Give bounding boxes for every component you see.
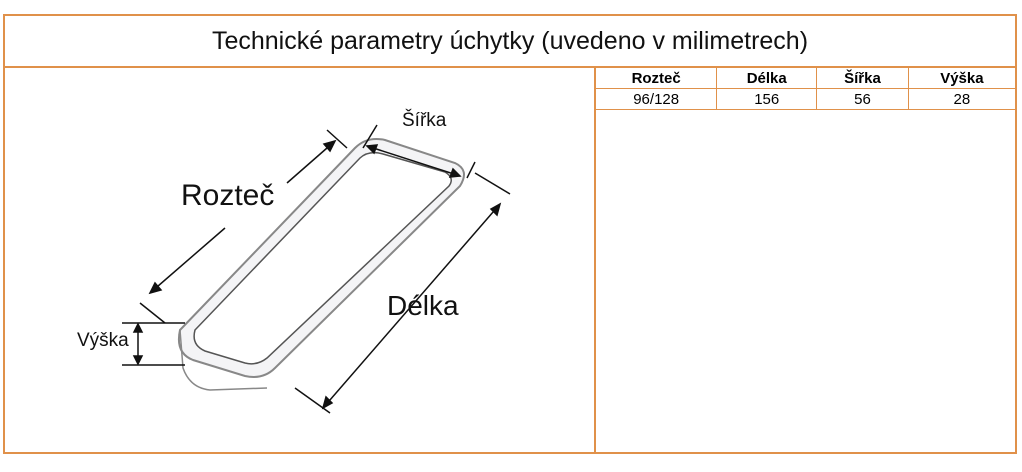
header-vyska: Výška	[907, 68, 1015, 89]
label-sirka: Šířka	[402, 110, 447, 131]
parameters-table-panel: Rozteč Délka Šířka Výška 96/128 156 56 2…	[594, 68, 1015, 452]
parameters-table: Rozteč Délka Šířka Výška 96/128 156 56 2…	[596, 68, 1015, 110]
parameters-frame: Technické parametry úchytky (uvedeno v m…	[3, 14, 1017, 454]
page-title: Technické parametry úchytky (uvedeno v m…	[5, 16, 1015, 68]
header-sirka: Šířka	[816, 68, 909, 89]
header-delka: Délka	[716, 68, 818, 89]
table-row: 96/128 156 56 28	[596, 88, 1015, 110]
cell-roztec: 96/128	[596, 88, 718, 110]
cell-delka: 156	[716, 88, 818, 110]
cell-vyska: 28	[907, 88, 1015, 110]
table-header-row: Rozteč Délka Šířka Výška	[596, 68, 1015, 89]
label-delka: Délka	[387, 290, 459, 321]
handle-diagram: Rozteč Délka Šířka Výška	[5, 68, 594, 452]
header-roztec: Rozteč	[596, 68, 718, 89]
handle-drawing	[122, 124, 511, 414]
label-vyska: Výška	[77, 330, 129, 351]
cell-sirka: 56	[816, 88, 909, 110]
label-roztec: Rozteč	[181, 179, 275, 212]
